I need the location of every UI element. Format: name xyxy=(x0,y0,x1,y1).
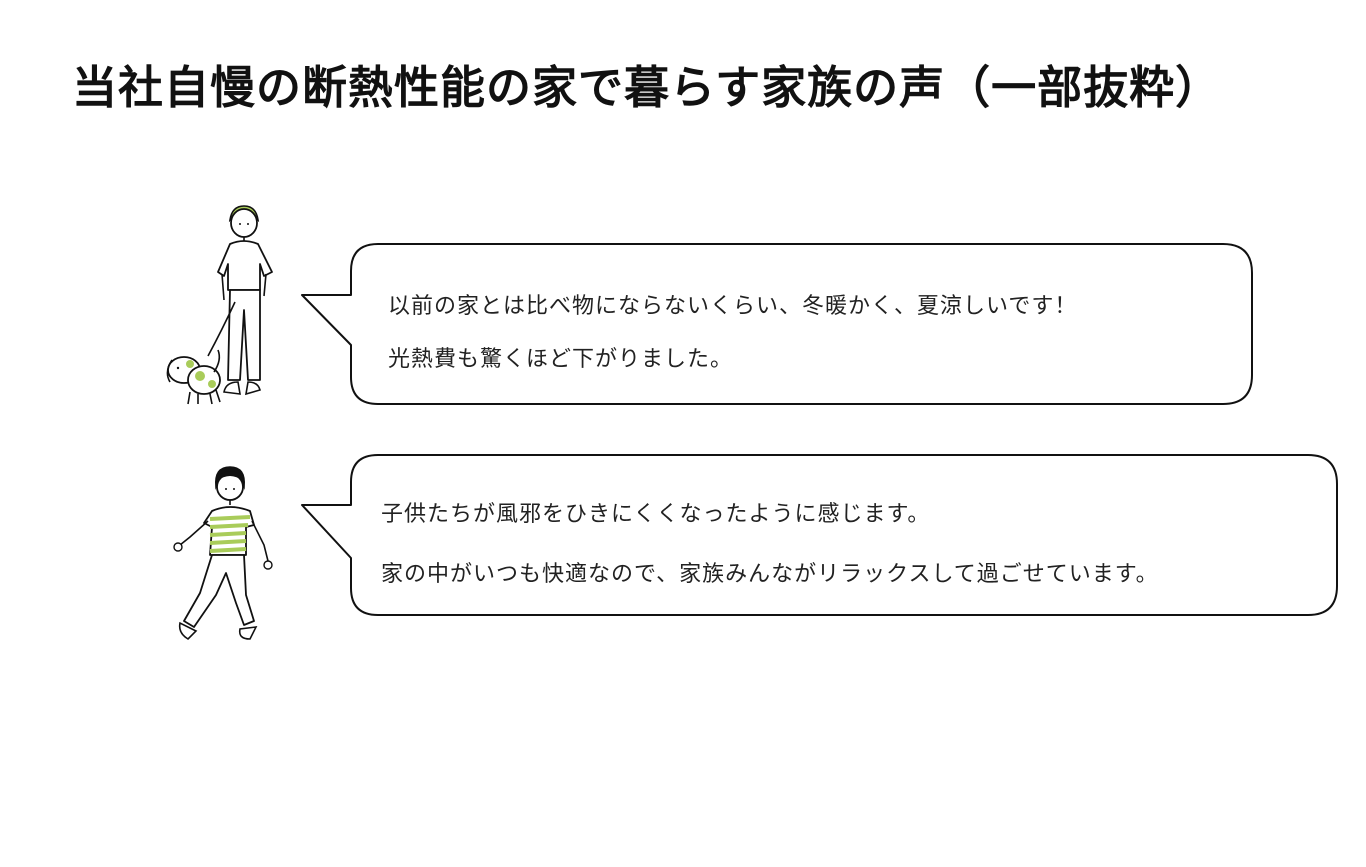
testimonial-line: 光熱費も驚くほど下がりました。 xyxy=(388,347,734,372)
testimonial-text: 子供たちが風邪をひきにくくなったように感じます。 家の中がいつも快適なので、家族… xyxy=(381,485,1159,605)
testimonial-line: 子供たちが風邪をひきにくくなったように感じます。 xyxy=(381,502,931,527)
testimonial-line: 以前の家とは比べ物にならないくらい、冬暖かく、夏涼しいです！ xyxy=(388,294,1078,319)
page-title: 当社自慢の断熱性能の家で暮らす家族の声（一部抜粋） xyxy=(72,61,1222,114)
testimonial-line: 家の中がいつも快適なので、家族みんながリラックスして過ごせています。 xyxy=(381,562,1159,587)
speech-bubble xyxy=(301,454,1338,616)
testimonial-1: 以前の家とは比べ物にならないくらい、冬暖かく、夏涼しいです！ 光熱費も驚くほど下… xyxy=(0,200,1366,415)
testimonial-2: 子供たちが風邪をひきにくくなったように感じます。 家の中がいつも快適なので、家族… xyxy=(0,454,1366,645)
testimonial-text: 以前の家とは比べ物にならないくらい、冬暖かく、夏涼しいです！ 光熱費も驚くほど下… xyxy=(388,280,1077,386)
woman-walking-icon xyxy=(173,466,273,641)
man-walking-dog-icon xyxy=(166,205,273,405)
speech-bubble xyxy=(301,243,1253,405)
